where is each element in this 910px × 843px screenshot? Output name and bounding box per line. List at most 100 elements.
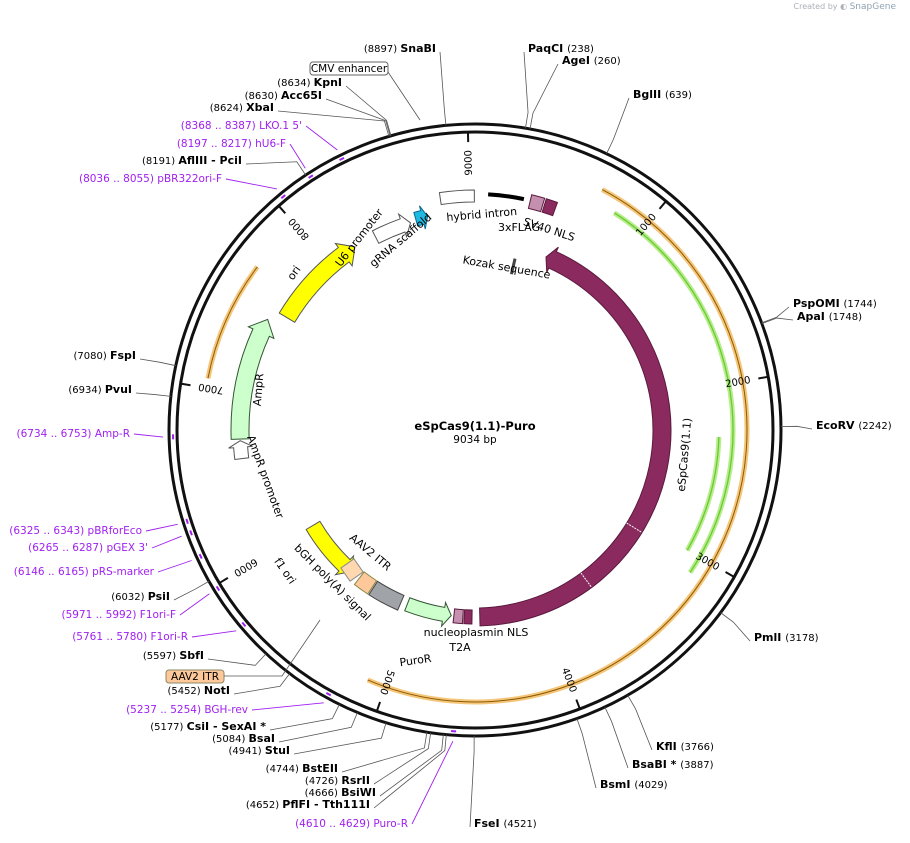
primer-mark-7: [215, 585, 221, 592]
site-leader-20: [207, 653, 267, 666]
primer-mark-6: [198, 553, 203, 560]
site-label-3: BglII (639): [633, 88, 692, 101]
site-leader-13: [379, 734, 444, 797]
hybrid-intron-label: hybrid intron: [446, 205, 518, 224]
T2A-block: [452, 608, 464, 625]
primer-label-4: (6325 .. 6343) pBRforEco: [9, 525, 142, 537]
site-leader-2: [529, 63, 559, 130]
tick-1000: [658, 200, 667, 210]
site-leader-22: [135, 392, 171, 397]
site-label-7: PmlI (3178): [754, 631, 819, 644]
site-pos: (4521): [503, 819, 536, 830]
kozak-label: Kozak sequence: [462, 253, 552, 281]
tick-7000: [180, 382, 191, 387]
site-leader-9: [604, 706, 629, 769]
site-leader-8: [627, 694, 653, 751]
tick-6000: [218, 577, 229, 584]
site-label-13: (4666) BsiWI: [305, 786, 376, 799]
cmv-enhancer-block: [438, 189, 475, 206]
site-name: BsaI: [249, 732, 275, 745]
site-pos: (4744): [266, 764, 302, 775]
site-pos: (6032): [111, 592, 147, 603]
site-pos: (1744): [844, 299, 877, 310]
site-name: XbaI: [246, 101, 274, 114]
flag-label: 3xFLAG: [498, 221, 540, 234]
ampr-label: AmpR: [251, 372, 267, 406]
site-name: BsmI: [600, 778, 634, 791]
primer-label-8: (5761 .. 5780) F1ori-R: [72, 631, 188, 643]
site-pos: (7080): [74, 351, 110, 362]
site-leader-11: [469, 735, 475, 828]
primer-leader-0: [305, 125, 338, 151]
ampr-arrow: [230, 318, 275, 440]
site-label-15: (4744) BstEII: [266, 762, 338, 775]
orange-arc-amp-line: [207, 266, 258, 379]
site-leader-10: [576, 718, 597, 789]
cas9-segment-mark-1: [580, 572, 593, 588]
site-pos: (8624): [210, 103, 246, 114]
tick-label-2000: 2000: [725, 375, 752, 390]
site-label-12: (4652) PflFI - Tth111I: [246, 798, 370, 811]
ampr-promoter-arrow: [228, 440, 253, 461]
site-label-11: FseI (4521): [474, 817, 537, 830]
site-pos: (639): [665, 90, 692, 101]
site-pos: (3887): [680, 760, 713, 771]
site-label-24: (8191) AflIII - PciI: [142, 154, 242, 167]
site-leader-23: [139, 358, 176, 367]
primer-leader-3: [133, 433, 164, 438]
credit-prefix: Created by: [793, 2, 838, 11]
site-leader-27: [345, 85, 392, 136]
u6-promoter-arrow: [371, 212, 412, 244]
primer-label-10: (4610 .. 4629) Puro-R: [295, 818, 408, 830]
site-pos: (5597): [143, 651, 179, 662]
site-label-19: (5452) NotI: [167, 684, 230, 697]
site-leader-6: [780, 425, 813, 430]
tick-label-7000: 7000: [198, 381, 225, 396]
site-pos: (4029): [634, 780, 667, 791]
primer-leader-7: [179, 593, 210, 616]
aav2-itr-box: [165, 669, 225, 684]
primer-leader-9: [251, 702, 324, 711]
primer-mark-1: [308, 174, 314, 179]
primer-label-9: (5237 .. 5254) BGH-rev: [126, 704, 248, 716]
site-label-4: PspOMI (1744): [793, 297, 877, 310]
cmv-enhancer-leader: [387, 71, 421, 121]
site-leader-0: [439, 51, 447, 126]
site-label-16: (4941) StuI: [228, 744, 290, 757]
site-pos: (3766): [681, 742, 714, 753]
tick-3000: [725, 571, 735, 578]
site-name: RsrII: [341, 774, 370, 787]
puror-label: PuroR: [399, 652, 433, 669]
site-pos: (8897): [364, 44, 400, 55]
cas9-segment-mark-0: [626, 522, 643, 533]
site-leader-25: [277, 110, 390, 137]
primer-label-5: (6265 .. 6287) pGEX 3': [28, 542, 148, 554]
primer-leader-6: [157, 560, 192, 573]
primer-label-2: (8036 .. 8055) pBR322ori-F: [79, 173, 222, 185]
primer-mark-2: [280, 194, 286, 200]
site-name: NotI: [204, 684, 230, 697]
cmv-enhancer-box: [309, 61, 389, 76]
primer-mark-8: [241, 621, 247, 627]
snapgene-credit: Created by ◐ SnapGene: [794, 2, 897, 12]
primer-label-0: (8368 .. 8387) LKO.1 5': [181, 120, 302, 132]
site-label-20: (5597) SbfI: [143, 649, 204, 662]
site-name: ApaI: [797, 310, 829, 323]
site-label-25: (8624) XbaI: [210, 101, 274, 114]
site-pos: (4726): [305, 776, 341, 787]
aav2-itr-box-label: AAV2 ITR: [171, 671, 219, 683]
site-pos: (8191): [142, 156, 178, 167]
site-label-2: AgeI (260): [562, 54, 621, 67]
primer-label-6: (6146 .. 6165) pRS-marker: [14, 566, 155, 578]
site-pos: (238): [567, 44, 594, 55]
site-leader-26: [325, 98, 391, 137]
site-name: Acc65I: [281, 89, 322, 102]
plasmid-size: 9034 bp: [453, 434, 497, 446]
ampr-promoter-label: AmpR promoter: [244, 434, 286, 521]
primer-mark-5: [189, 530, 193, 536]
ori-arrow: [278, 242, 356, 323]
primer-leader-1: [289, 143, 306, 169]
backbone-inner: [175, 130, 775, 730]
hybrid-intron-line: [488, 192, 525, 202]
site-name: BsaBI *: [632, 758, 680, 771]
